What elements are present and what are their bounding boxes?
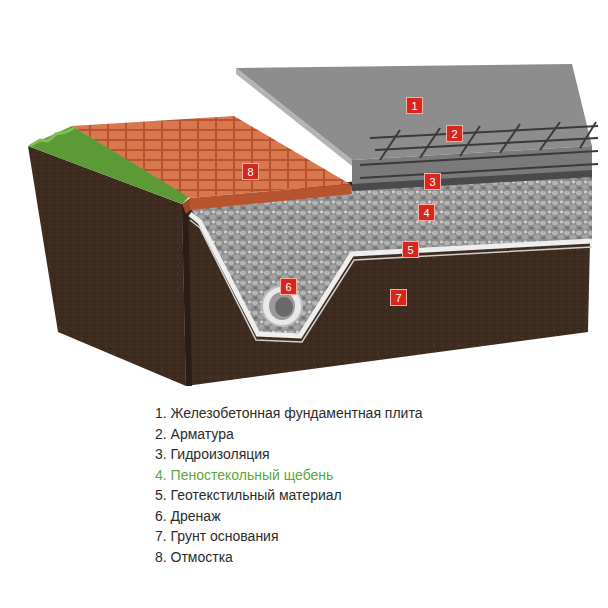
legend-item: 5. Геотекстильный материал	[155, 486, 342, 504]
legend-item: 6. Дренаж	[155, 507, 221, 525]
legend-item: 4. Пеностекольный щебень	[155, 466, 333, 484]
callout-number: 1	[406, 97, 423, 114]
callout-number: 5	[402, 241, 419, 258]
legend-item: 7. Грунт основания	[155, 527, 279, 545]
callout-number: 8	[242, 163, 259, 180]
legend-item: 3. Гидроизоляция	[155, 445, 270, 463]
legend-item: 2. Арматура	[155, 425, 234, 443]
legend-item: 8. Отмостка	[155, 548, 233, 566]
callout-number: 3	[424, 173, 441, 190]
callout-number: 4	[418, 204, 435, 221]
callout-number: 7	[390, 289, 407, 306]
legend-item: 1. Железобетонная фундаментная плита	[155, 404, 422, 422]
callout-number: 2	[446, 125, 463, 142]
callout-number: 6	[280, 278, 297, 295]
